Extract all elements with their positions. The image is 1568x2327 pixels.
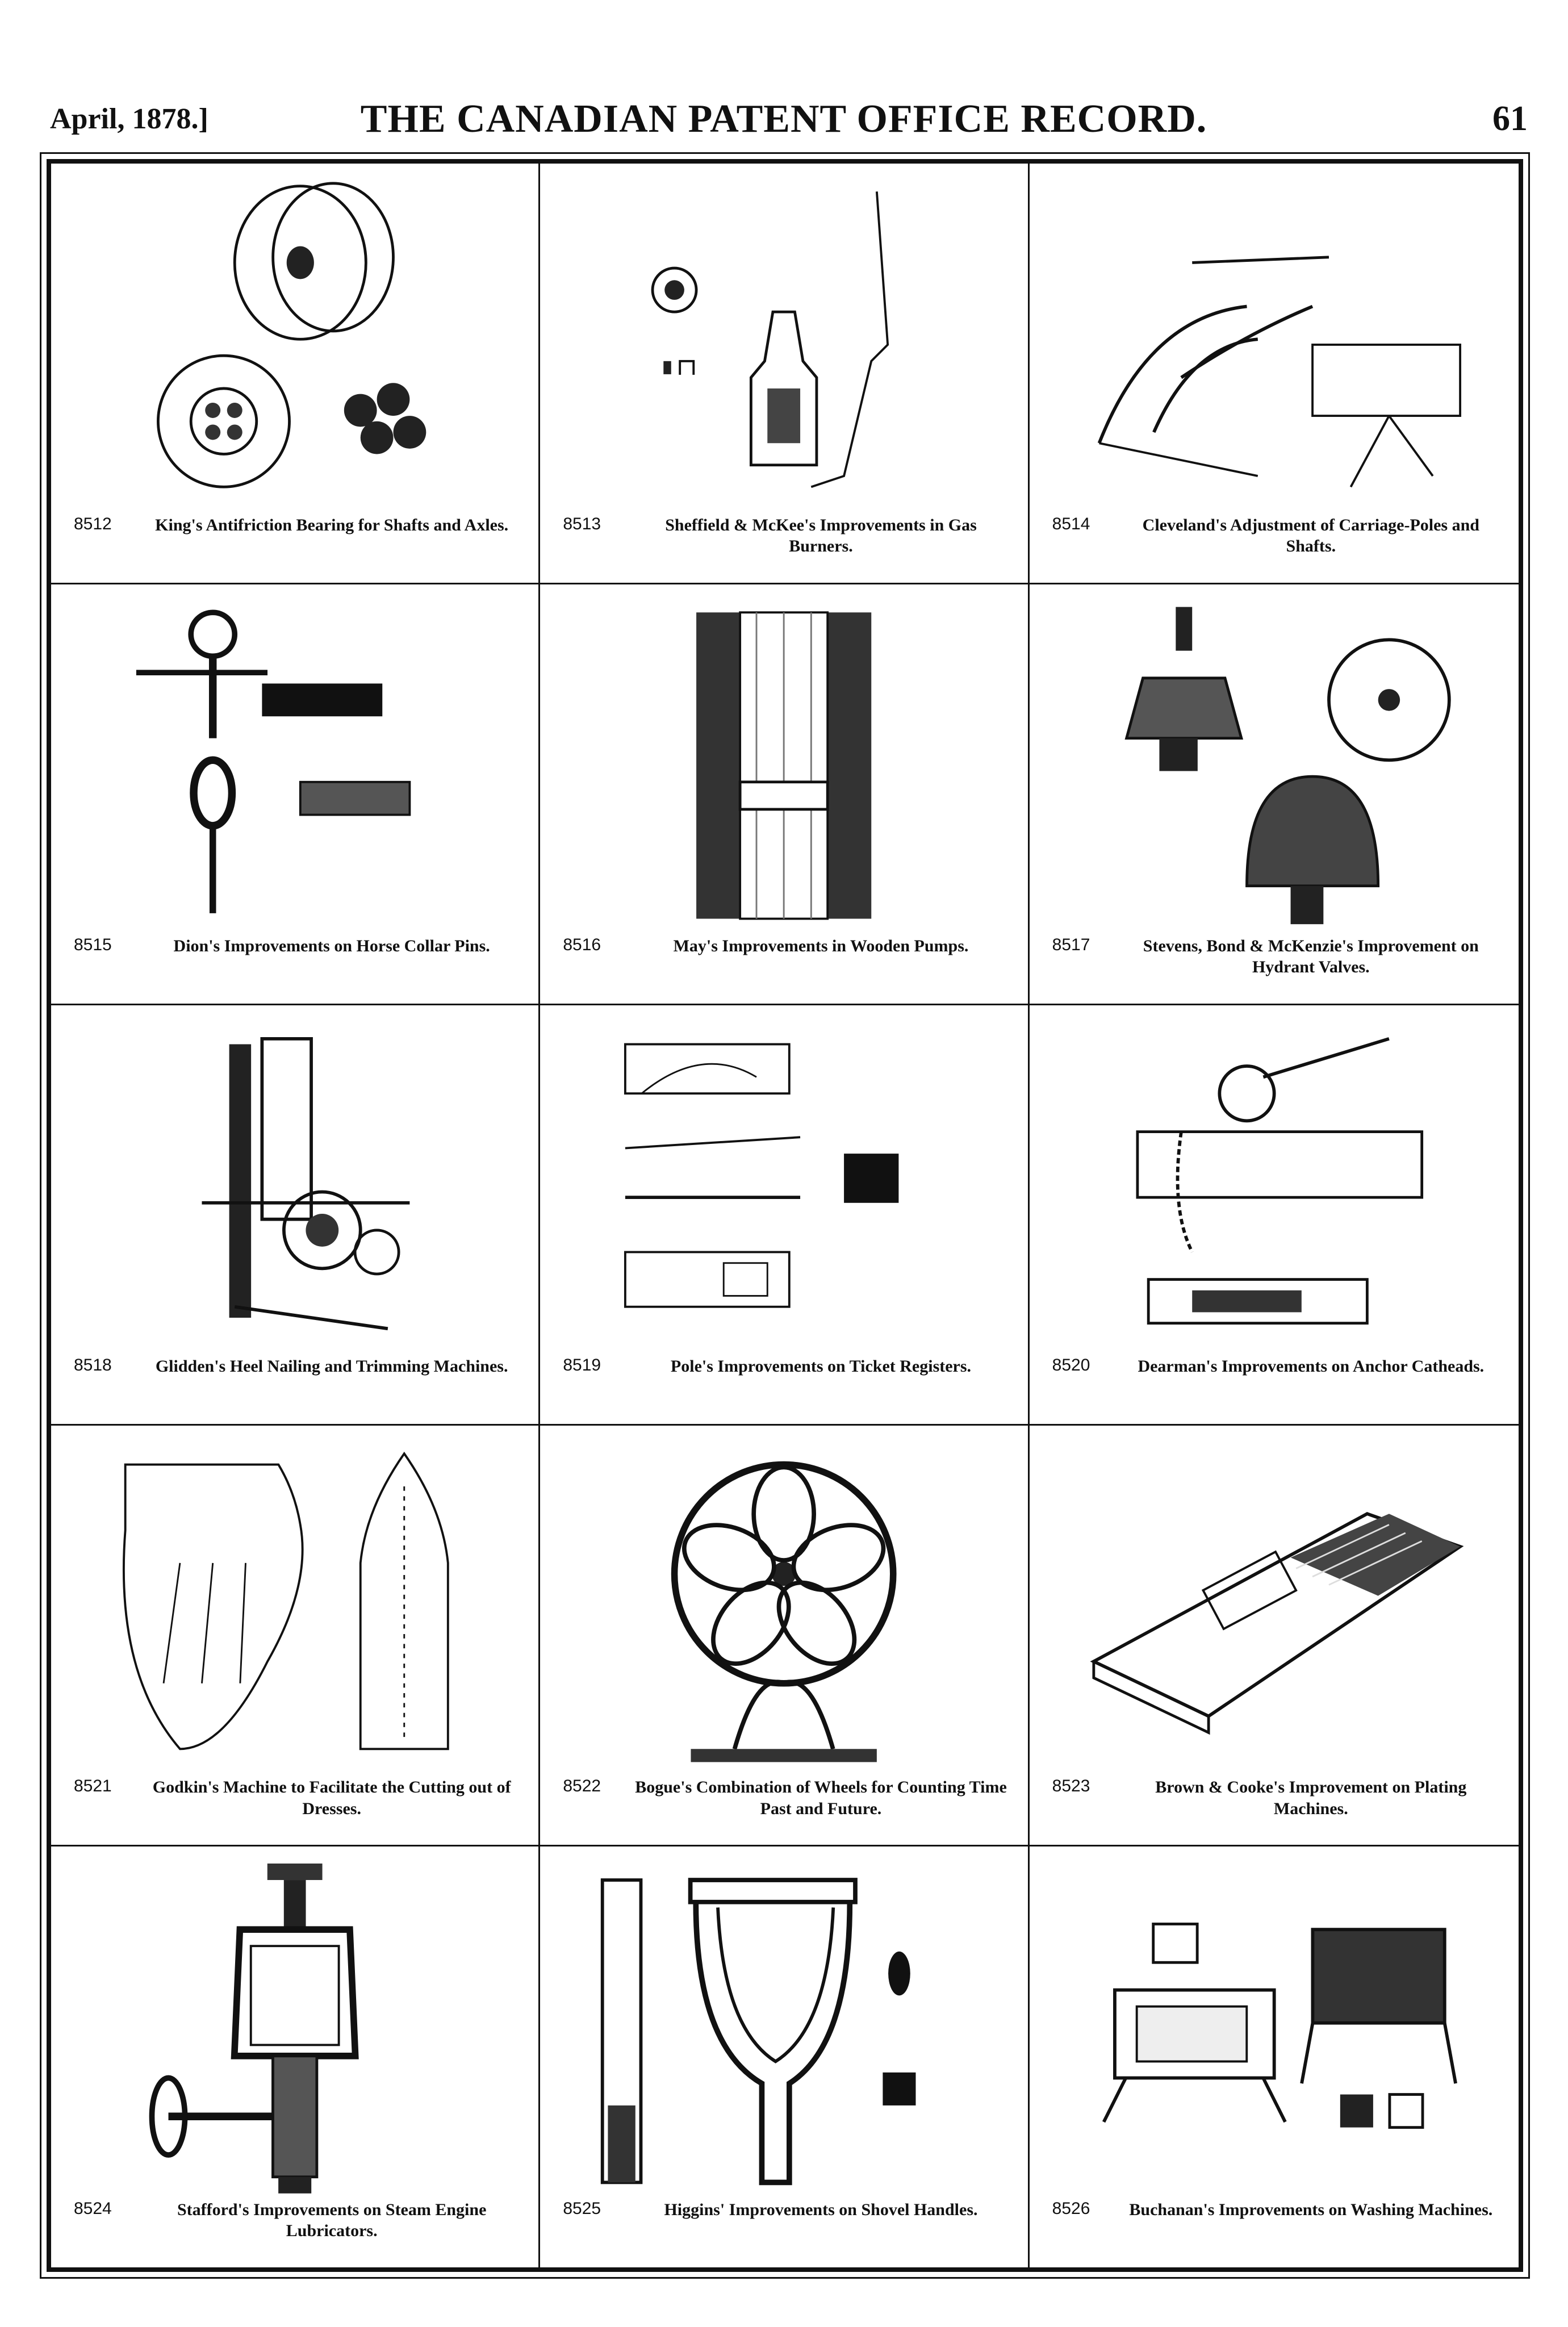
shovel-handle-illustration — [568, 1864, 999, 2194]
anchor-cathead-illustration — [1058, 1022, 1490, 1351]
shovel-handle-drawing — [601, 1878, 916, 2186]
patent-cell-8523: 8523 Brown & Cooke's Improvement on Plat… — [1029, 1426, 1519, 1847]
dress-cutting-drawing — [122, 1452, 449, 1751]
patent-cell-8521: 8521 Godkin's Machine to Facilitate the … — [51, 1426, 541, 1847]
patent-number: 8515 — [74, 935, 112, 954]
patent-number: 8514 — [1052, 514, 1090, 533]
patent-cell-8522: 8522 Bogue's Combination of Wheels for C… — [540, 1426, 1030, 1847]
patent-cell-8512: 8512 King's Antifriction Bearing for Sha… — [51, 164, 541, 584]
wooden-pump-illustration — [568, 601, 999, 930]
patent-number: 8519 — [563, 1356, 601, 1375]
patent-title: Stafford's Improvements on Steam Engine … — [177, 2200, 487, 2241]
patent-title: May's Improvements in Wooden Pumps. — [673, 936, 969, 955]
washing-machine-illustration — [1058, 1864, 1490, 2194]
page-number: 61 — [1492, 99, 1528, 138]
patent-cell-8519: 8519 Pole's Improvements on Ticket Regis… — [540, 1005, 1030, 1426]
bearing-illustration — [80, 181, 510, 509]
plating-machine-illustration — [1058, 1443, 1490, 1771]
hydrant-valve-drawing — [1124, 607, 1451, 924]
patent-caption: 8525 Higgins' Improvements on Shovel Han… — [563, 2199, 1010, 2254]
patent-caption: 8523 Brown & Cooke's Improvement on Plat… — [1052, 1777, 1502, 1831]
patent-caption: 8514 Cleveland's Adjustment of Carriage-… — [1052, 515, 1502, 569]
issue-date: April, 1878.] — [50, 103, 208, 135]
patent-cell-8518: 8518 Glidden's Heel Nailing and Trimming… — [51, 1005, 541, 1426]
patent-title: Cleveland's Adjustment of Carriage-Poles… — [1142, 515, 1479, 556]
ticket-register-drawing — [624, 1043, 899, 1308]
patent-cell-8524: 8524 Stafford's Improvements on Steam En… — [51, 1846, 541, 2267]
heel-nailing-machine-drawing — [202, 1037, 410, 1330]
patent-title: Bogue's Combination of Wheels for Counti… — [635, 1778, 1007, 1818]
patent-title: King's Antifriction Bearing for Shafts a… — [155, 515, 509, 534]
patent-caption: 8524 Stafford's Improvements on Steam En… — [74, 2199, 521, 2254]
hydrant-valve-illustration — [1058, 601, 1490, 930]
collar-pin-illustration — [80, 601, 510, 930]
patent-number: 8521 — [74, 1777, 112, 1796]
bearing-drawing — [157, 182, 427, 488]
patent-caption: 8515 Dion's Improvements on Horse Collar… — [74, 935, 521, 990]
counting-wheel-illustration — [568, 1443, 999, 1771]
patent-number: 8520 — [1052, 1356, 1090, 1375]
patent-number: 8526 — [1052, 2199, 1090, 2218]
patent-title: Buchanan's Improvements on Washing Machi… — [1129, 2200, 1493, 2219]
lubricator-illustration — [80, 1864, 510, 2194]
patent-caption: 8517 Stevens, Bond & McKenzie's Improvem… — [1052, 935, 1502, 990]
lubricator-drawing — [149, 1864, 359, 2194]
patent-cell-8513: 8513 Sheffield & McKee's Improvements in… — [540, 164, 1030, 584]
plating-machine-drawing — [1090, 1512, 1464, 1735]
patent-number: 8523 — [1052, 1777, 1090, 1796]
patent-cell-8525: 8525 Higgins' Improvements on Shovel Han… — [540, 1846, 1030, 2267]
patent-title: Godkin's Machine to Facilitate the Cutti… — [152, 1778, 511, 1818]
gas-burner-drawing — [651, 191, 889, 488]
patent-title: Brown & Cooke's Improvement on Plating M… — [1155, 1778, 1467, 1818]
patent-number: 8525 — [563, 2199, 601, 2218]
patent-cell-8514: 8514 Cleveland's Adjustment of Carriage-… — [1029, 164, 1519, 584]
page-header: April, 1878.] THE CANADIAN PATENT OFFICE… — [40, 97, 1528, 148]
patent-title: Stevens, Bond & McKenzie's Improvement o… — [1143, 936, 1479, 977]
gas-burner-illustration — [568, 181, 999, 509]
dress-cutting-illustration — [80, 1443, 510, 1771]
patent-number: 8518 — [74, 1356, 112, 1375]
wooden-pump-drawing — [696, 611, 872, 920]
ticket-register-illustration — [568, 1022, 999, 1351]
patent-cell-8515: 8515 Dion's Improvements on Horse Collar… — [51, 584, 541, 1005]
collar-pin-drawing — [136, 609, 411, 913]
patent-number: 8517 — [1052, 935, 1090, 954]
patent-cell-8516: 8516 May's Improvements in Wooden Pumps. — [540, 584, 1030, 1005]
patent-caption: 8521 Godkin's Machine to Facilitate the … — [74, 1777, 521, 1831]
patent-caption: 8518 Glidden's Heel Nailing and Trimming… — [74, 1356, 521, 1410]
carriage-pole-illustration — [1058, 181, 1490, 509]
heel-nailing-machine-illustration — [80, 1022, 510, 1351]
patent-title: Glidden's Heel Nailing and Trimming Mach… — [155, 1357, 508, 1376]
patent-caption: 8512 King's Antifriction Bearing for Sha… — [74, 515, 521, 569]
patent-number: 8513 — [563, 514, 601, 533]
patent-cell-8520: 8520 Dearman's Improvements on Anchor Ca… — [1029, 1005, 1519, 1426]
patent-grid-frame: 8512 King's Antifriction Bearing for Sha… — [40, 152, 1530, 2279]
patent-cell-8526: 8526 Buchanan's Improvements on Washing … — [1030, 1846, 1519, 2267]
patent-title: Sheffield & McKee's Improvements in Gas … — [665, 515, 977, 556]
patent-caption: 8526 Buchanan's Improvements on Washing … — [1052, 2199, 1502, 2254]
patent-caption: 8522 Bogue's Combination of Wheels for C… — [563, 1777, 1010, 1831]
patent-grid: 8512 King's Antifriction Bearing for Sha… — [51, 164, 1519, 2267]
patent-title: Higgins' Improvements on Shovel Handles. — [664, 2200, 978, 2219]
publication-title: THE CANADIAN PATENT OFFICE RECORD. — [360, 97, 1207, 141]
patent-number: 8524 — [74, 2199, 112, 2218]
patent-number: 8516 — [563, 935, 601, 954]
patent-number: 8512 — [74, 514, 112, 533]
anchor-cathead-drawing — [1136, 1037, 1423, 1325]
washing-machine-drawing — [1102, 1923, 1457, 2129]
counting-wheel-drawing — [671, 1461, 897, 1762]
patent-cell-8517: 8517 Stevens, Bond & McKenzie's Improvem… — [1029, 584, 1519, 1005]
patent-title: Dearman's Improvements on Anchor Cathead… — [1138, 1357, 1485, 1376]
patent-caption: 8519 Pole's Improvements on Ticket Regis… — [563, 1356, 1010, 1410]
patent-title: Dion's Improvements on Horse Collar Pins… — [173, 936, 490, 955]
carriage-pole-drawing — [1097, 256, 1461, 488]
patent-caption: 8520 Dearman's Improvements on Anchor Ca… — [1052, 1356, 1502, 1410]
patent-title: Pole's Improvements on Ticket Registers. — [670, 1357, 972, 1376]
patent-caption: 8513 Sheffield & McKee's Improvements in… — [563, 515, 1010, 569]
patent-caption: 8516 May's Improvements in Wooden Pumps. — [563, 935, 1010, 990]
patent-number: 8522 — [563, 1777, 601, 1796]
